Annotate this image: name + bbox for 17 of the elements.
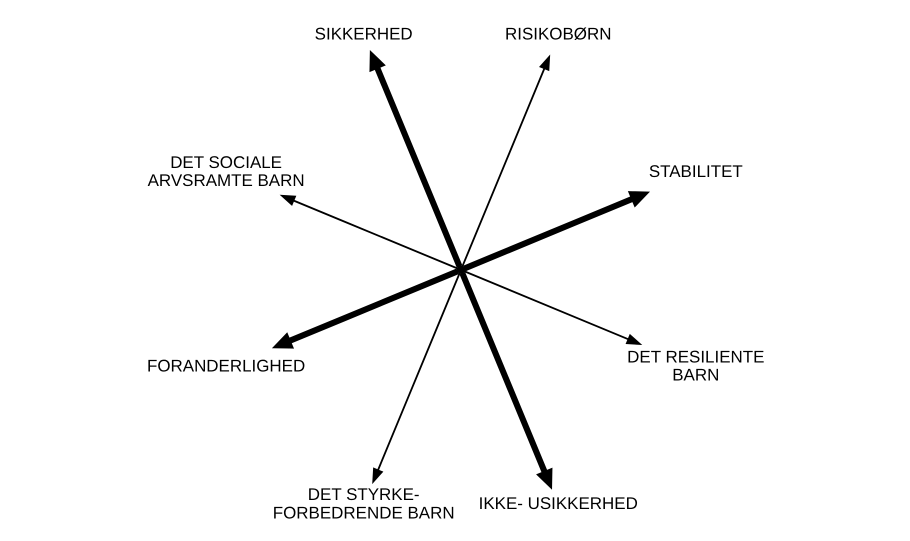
node-text: IKKE- USIKKERHED	[478, 494, 638, 514]
arrow	[271, 268, 458, 349]
node-text: SIKKERHED	[314, 24, 412, 44]
arrow	[463, 270, 642, 345]
node-point	[456, 266, 465, 274]
node-text: DET STYRKE- FORBEDRENDE BARN	[272, 485, 454, 522]
node-text: DET SOCIALE ARVSRAMTE BARN	[147, 153, 304, 190]
node-text: RISIKOBØRN	[504, 24, 611, 44]
node-text: FORANDERLIGHED	[146, 356, 305, 376]
arrow	[462, 191, 650, 272]
arrow	[459, 272, 552, 490]
node-text: STABILITET	[648, 162, 742, 182]
arrow	[279, 194, 458, 270]
arrow	[368, 50, 462, 268]
arrow	[372, 272, 460, 484]
node-text: DET RESILIENTE BARN	[626, 348, 764, 385]
arrow	[460, 54, 550, 267]
